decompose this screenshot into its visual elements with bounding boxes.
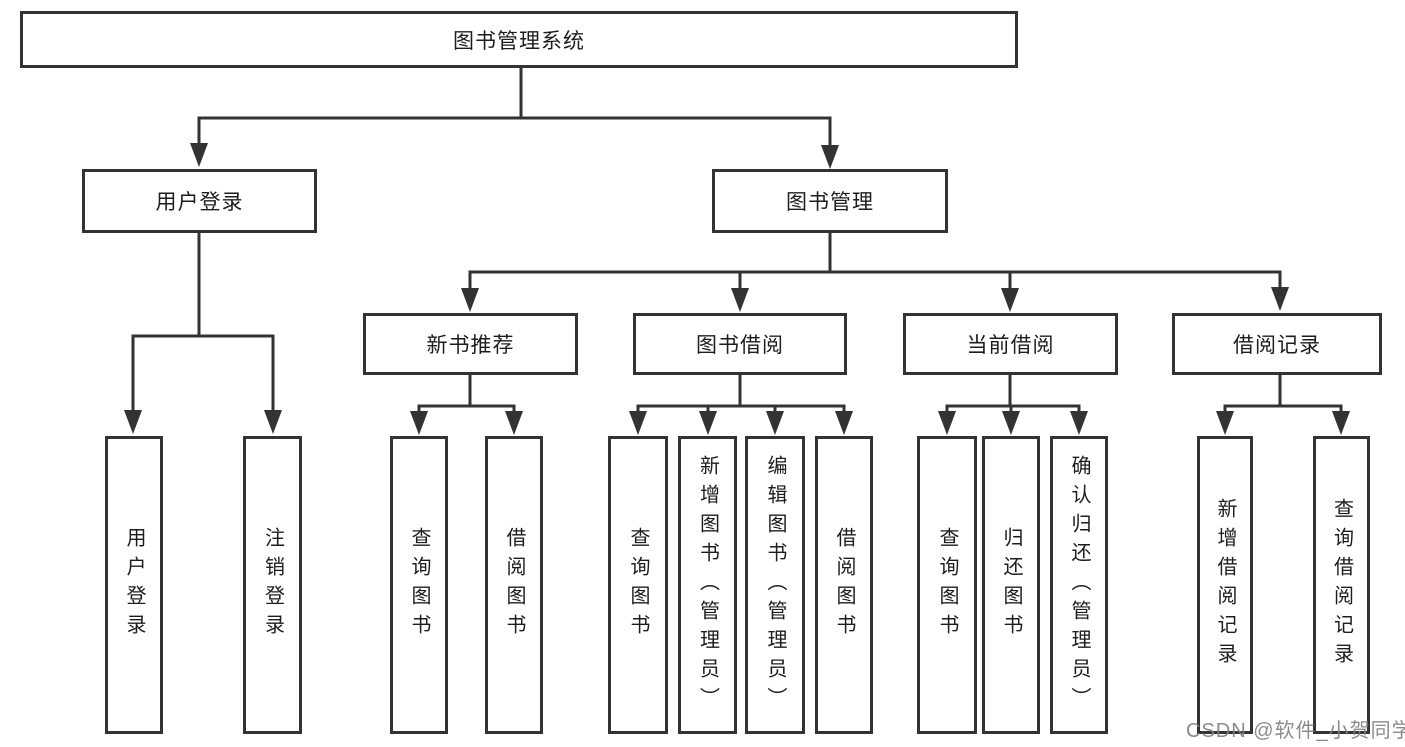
node-user-login: 用户登录 — [82, 169, 317, 233]
node-book-management: 图书管理 — [712, 169, 948, 233]
node-bb-edit-books-admin: 编辑图书（管理员） — [745, 436, 805, 734]
node-nbr-query-books: 查询图书 — [390, 436, 448, 734]
node-br-query-record: 查询借阅记录 — [1313, 436, 1370, 734]
node-label: 查询图书 — [408, 527, 430, 643]
node-bb-query-books: 查询图书 — [608, 436, 668, 734]
node-cb-confirm-return-admin: 确认归还（管理员） — [1050, 436, 1108, 734]
node-label: 编辑图书（管理员） — [764, 454, 786, 716]
node-logout: 注销登录 — [243, 436, 302, 734]
node-cb-query-books: 查询图书 — [917, 436, 977, 734]
node-label: 用户登录 — [155, 191, 244, 214]
node-label: 借阅图书 — [833, 527, 855, 643]
node-label: 图书管理系统 — [453, 29, 585, 53]
node-label: 查询图书 — [627, 527, 649, 643]
node-label: 借阅记录 — [1233, 334, 1321, 357]
node-label: 确认归还（管理员） — [1068, 454, 1090, 716]
node-book-borrowing: 图书借阅 — [633, 313, 847, 375]
node-label: 归还图书 — [1000, 527, 1022, 643]
node-cb-return-books: 归还图书 — [982, 436, 1040, 734]
node-label: 用户登录 — [123, 527, 145, 643]
node-bb-add-books-admin: 新增图书（管理员） — [678, 436, 737, 734]
node-new-book-recommend: 新书推荐 — [363, 313, 578, 375]
node-label: 当前借阅 — [966, 334, 1055, 357]
node-library-system: 图书管理系统 — [20, 11, 1018, 68]
node-label: 新增图书（管理员） — [696, 454, 719, 716]
node-label: 新书推荐 — [426, 334, 515, 357]
node-label: 新增借阅记录 — [1214, 498, 1236, 672]
node-borrow-records: 借阅记录 — [1172, 313, 1382, 375]
node-label: 借阅图书 — [503, 527, 525, 643]
node-label: 注销登录 — [261, 527, 284, 643]
node-br-add-record: 新增借阅记录 — [1197, 436, 1253, 734]
node-label: 查询图书 — [936, 527, 958, 643]
watermark: CSDN @软件_小贺同学 — [1186, 720, 1405, 742]
node-label: 查询借阅记录 — [1330, 498, 1353, 672]
node-label: 图书借阅 — [696, 334, 784, 357]
node-user-login-leaf: 用户登录 — [105, 436, 163, 734]
node-label: 图书管理 — [786, 191, 874, 214]
node-bb-borrow-books: 借阅图书 — [815, 436, 873, 734]
node-nbr-borrow-books: 借阅图书 — [485, 436, 543, 734]
node-current-borrowing: 当前借阅 — [903, 313, 1118, 375]
